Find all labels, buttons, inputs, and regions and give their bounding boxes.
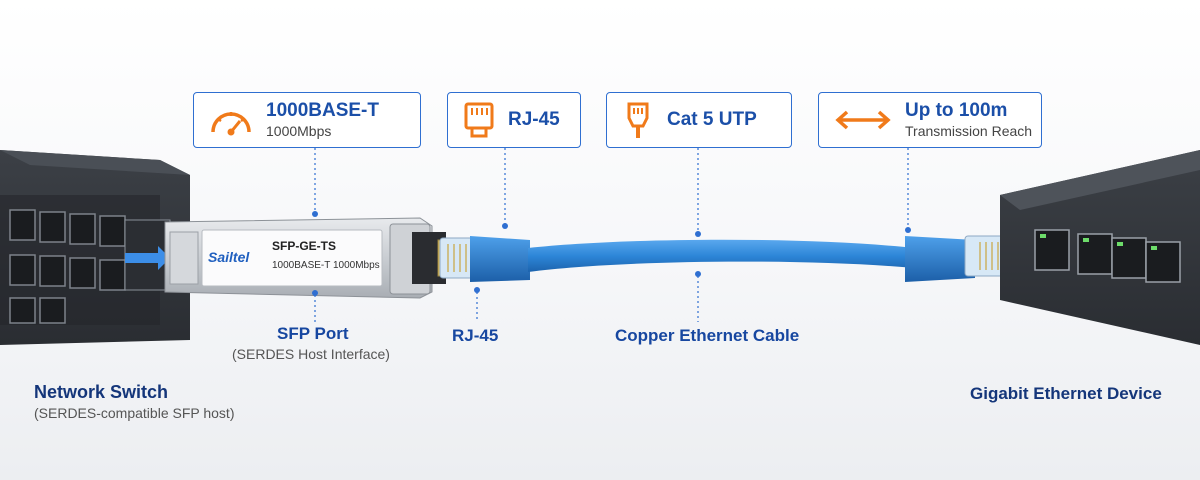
- sfp-brand-label: Sailtel: [208, 249, 250, 265]
- ethernet-cable-illustration: [439, 235, 1040, 282]
- callout-speed-title: 1000BASE-T: [266, 100, 379, 121]
- speedometer-icon: [208, 102, 254, 138]
- callout-rj45: RJ-45: [447, 92, 581, 148]
- gigabit-device-illustration: [1000, 150, 1200, 345]
- cable-label: Copper Ethernet Cable: [615, 326, 800, 345]
- sfp-port-sublabel: (SERDES Host Interface): [232, 346, 390, 362]
- sfp-model-label: SFP-GE-TS: [272, 239, 336, 253]
- network-switch-sublabel: (SERDES-compatible SFP host): [34, 405, 235, 421]
- sfp-port-label: SFP Port: [277, 324, 349, 343]
- rj45-label: RJ-45: [452, 326, 499, 345]
- callout-cable-type: Cat 5 UTP: [606, 92, 792, 148]
- sfp-spec-label: 1000BASE-T 1000Mbps: [272, 260, 380, 271]
- callout-reach-title: Up to 100m: [905, 100, 1008, 121]
- network-switch-label: Network Switch: [34, 382, 169, 402]
- leader-lines: [312, 148, 911, 322]
- callout-rj45-title: RJ-45: [508, 109, 560, 130]
- callout-reach-subtitle: Transmission Reach: [905, 123, 1033, 139]
- network-switch-illustration: [0, 150, 190, 345]
- double-arrow-icon: [833, 108, 893, 132]
- callout-speed-subtitle: 1000Mbps: [266, 123, 332, 139]
- callout-reach: Up to 100m Transmission Reach: [818, 92, 1042, 148]
- rj45-connector-icon: [462, 101, 496, 139]
- cable-plug-icon: [621, 100, 655, 140]
- callout-speed: 1000BASE-T 1000Mbps: [193, 92, 421, 148]
- callout-cable-type-title: Cat 5 UTP: [667, 109, 757, 130]
- gigabit-device-label: Gigabit Ethernet Device: [970, 384, 1162, 403]
